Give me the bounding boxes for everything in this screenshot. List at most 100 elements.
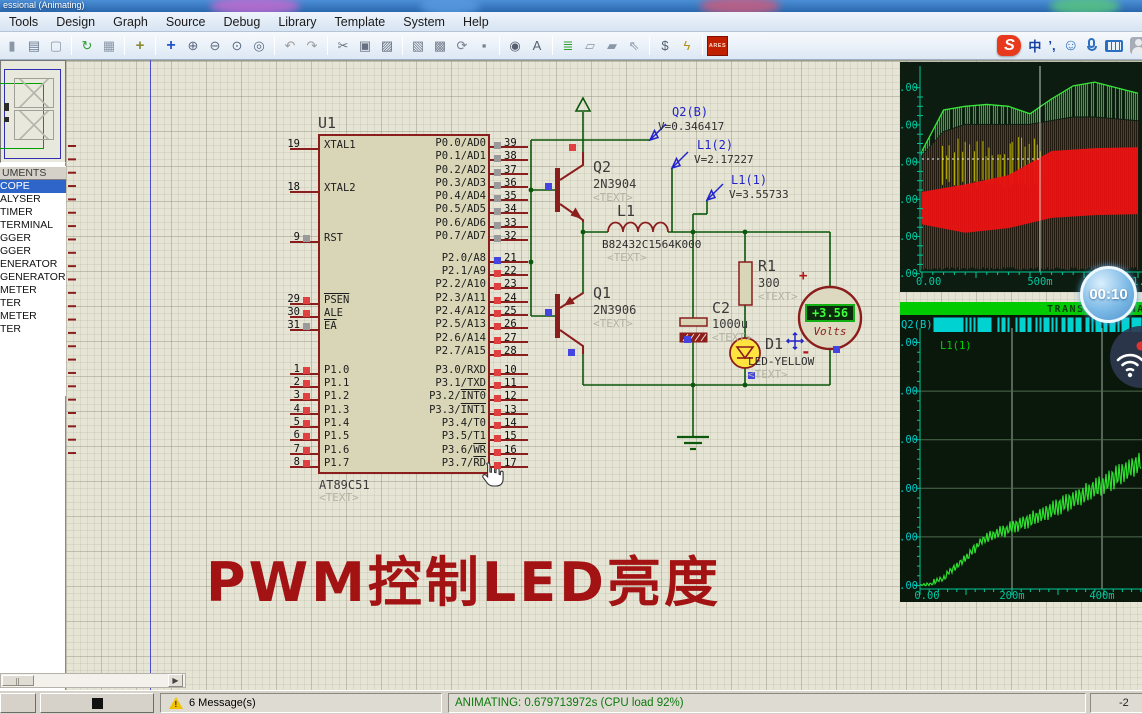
pin-line[interactable]	[290, 466, 318, 468]
pin-line[interactable]	[290, 439, 318, 441]
title-bar[interactable]: essional (Animating)	[0, 0, 1142, 12]
toolbar-undo-icon[interactable]: ↶	[284, 37, 296, 53]
q1-transistor[interactable]	[555, 292, 584, 354]
menu-debug[interactable]: Debug	[223, 14, 261, 29]
pin-line[interactable]	[490, 261, 528, 263]
r1-resistor[interactable]	[738, 261, 753, 306]
wifi-cast-overlay[interactable]	[1110, 326, 1142, 388]
toolbar-zoom-area-icon[interactable]: ⊙	[231, 37, 243, 53]
mcu-at89c51[interactable]	[318, 134, 490, 474]
pin-line[interactable]	[490, 212, 528, 214]
toolbar-find-component-icon[interactable]: ◉	[509, 37, 521, 53]
pin-line[interactable]	[490, 327, 528, 329]
pin-line[interactable]	[290, 241, 318, 243]
pin-line[interactable]	[490, 159, 528, 161]
pin-line[interactable]	[490, 239, 528, 241]
pin-line[interactable]	[290, 303, 318, 305]
pin-line[interactable]	[490, 341, 528, 343]
pin-line[interactable]	[490, 274, 528, 276]
q2-transistor[interactable]	[555, 152, 584, 222]
instrument-item-ter[interactable]: TER	[0, 297, 21, 309]
probe-l1-2-label[interactable]: L1(2)	[697, 138, 734, 152]
ime-language-icon[interactable]: 中	[1028, 39, 1042, 54]
d1-ref-label[interactable]: D1	[765, 335, 784, 353]
l1-ref-label[interactable]: L1	[617, 202, 636, 220]
instrument-item-timer[interactable]: TIMER	[0, 206, 33, 218]
pause-button[interactable]	[0, 693, 36, 713]
instrument-item-alyser[interactable]: ALYSER	[0, 193, 41, 205]
stop-button[interactable]	[40, 693, 154, 713]
toolbar-zoom-out-icon[interactable]: ⊖	[209, 37, 221, 53]
pin-line[interactable]	[490, 354, 528, 356]
pin-line[interactable]	[290, 413, 318, 415]
pin-line[interactable]	[490, 413, 528, 415]
pin-line[interactable]	[490, 287, 528, 289]
instrument-item-generator[interactable]: GENERATOR	[0, 271, 66, 283]
pin-line[interactable]	[490, 386, 528, 388]
menu-template[interactable]: Template	[334, 14, 386, 29]
horizontal-scrollbar[interactable]: ▶	[0, 673, 186, 688]
toolbar-redraw-icon[interactable]: ↻	[81, 37, 93, 53]
instrument-item-meter[interactable]: METER	[0, 284, 37, 296]
toolbar-block-delete-icon[interactable]: ▪	[481, 38, 487, 53]
toolbar-new-file-icon[interactable]: ▮	[8, 37, 16, 53]
toolbar-redo-icon[interactable]: ↷	[306, 37, 318, 53]
probe-q2b-label[interactable]: Q2(B)	[672, 105, 709, 119]
pin-line[interactable]	[490, 314, 528, 316]
pin-line[interactable]	[490, 373, 528, 375]
q1-ref-label[interactable]: Q1	[593, 284, 612, 302]
pin-line[interactable]	[490, 439, 528, 441]
pin-line[interactable]	[490, 399, 528, 401]
screen-recorder-timer[interactable]: 00:10	[1080, 266, 1137, 323]
ime-punctuation-icon[interactable]: ’,	[1048, 38, 1056, 53]
pin-line[interactable]	[290, 426, 318, 428]
toolbar-bill-of-materials-icon[interactable]: $	[661, 38, 669, 53]
pin-line[interactable]	[290, 329, 318, 331]
toolbar-toggle-grid-icon[interactable]: ▦	[102, 37, 116, 53]
r1-ref-label[interactable]: R1	[758, 257, 777, 275]
pin-line[interactable]	[290, 316, 318, 318]
toolbar-copy-icon[interactable]: ▣	[358, 37, 372, 53]
toolbar-export-graphics-icon[interactable]: ▢	[49, 37, 63, 53]
ime-microphone-icon[interactable]	[1086, 37, 1098, 54]
toolbar-cut-icon[interactable]: ✂	[337, 37, 349, 53]
pin-line[interactable]	[490, 199, 528, 201]
pin-line[interactable]	[290, 148, 318, 150]
toolbar-zoom-in-icon[interactable]: ⊕	[187, 37, 199, 53]
instrument-item-enerator[interactable]: ENERATOR	[0, 258, 58, 270]
pin-line[interactable]	[490, 186, 528, 188]
menu-design[interactable]: Design	[56, 14, 96, 29]
c2-ref-label[interactable]: C2	[712, 299, 731, 317]
instrument-item-gger[interactable]: GGER	[0, 245, 31, 257]
probe-l1-1-label[interactable]: L1(1)	[731, 173, 768, 187]
toolbar-zoom-all-icon[interactable]: ◎	[253, 37, 265, 53]
scrollbar-thumb[interactable]	[2, 675, 34, 686]
instrument-item-ter[interactable]: TER	[0, 323, 21, 335]
q2-ref-label[interactable]: Q2	[593, 158, 612, 176]
ground-symbol[interactable]	[677, 435, 709, 451]
pin-line[interactable]	[490, 226, 528, 228]
instrument-item-terminal[interactable]: TERMINAL	[0, 219, 54, 231]
toolbar-new-sheet-icon[interactable]: ▱	[585, 37, 595, 53]
schematic-overview-pane[interactable]	[0, 60, 66, 163]
chip-value-label[interactable]: AT89C51	[319, 478, 370, 492]
pin-line[interactable]	[290, 373, 318, 375]
toolbar-design-explorer-icon[interactable]: ≣	[562, 37, 574, 53]
pin-line[interactable]	[290, 386, 318, 388]
toolbar-block-move-icon[interactable]: ▩	[433, 37, 447, 53]
menu-help[interactable]: Help	[462, 14, 489, 29]
voltage-probe-arrows[interactable]	[648, 123, 724, 202]
d1-led[interactable]	[729, 337, 761, 369]
power-arrow[interactable]	[574, 96, 592, 112]
menu-system[interactable]: System	[403, 14, 445, 29]
l1-inductor[interactable]	[607, 221, 669, 233]
toolbar-electrical-check-icon[interactable]: ϟ	[683, 38, 691, 53]
toolbar-remove-sheet-icon[interactable]: ▰	[607, 37, 617, 53]
pin-line[interactable]	[490, 453, 528, 455]
instrument-item-meter[interactable]: METER	[0, 310, 37, 322]
menu-graph[interactable]: Graph	[113, 14, 148, 29]
transient-graph-bottom[interactable]: TRANSIENT ANALYSISQ2(B)L1(1)5.004.003.00…	[900, 302, 1142, 602]
instrument-item-gger[interactable]: GGER	[0, 232, 31, 244]
